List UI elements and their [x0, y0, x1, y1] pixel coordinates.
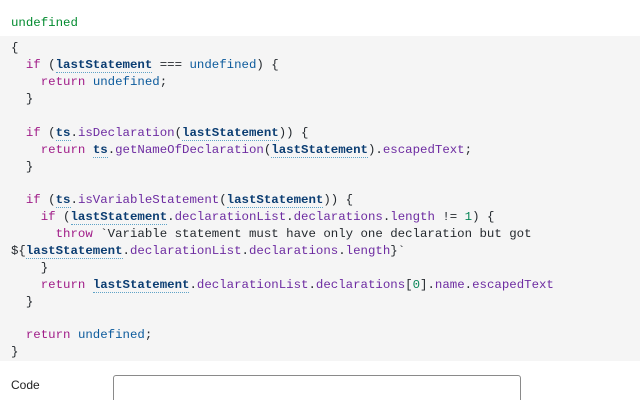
code-line: } [40, 261, 49, 275]
variable-reference[interactable]: ts [55, 126, 71, 141]
code-input[interactable] [113, 375, 521, 400]
code-line: if (ts.isVariableStatement(lastStatement… [25, 193, 354, 208]
code-line: } [25, 160, 34, 174]
variable-reference[interactable]: ts [92, 143, 108, 158]
variable-reference[interactable]: lastStatement [70, 210, 168, 225]
variable-reference[interactable]: lastStatement [55, 58, 153, 73]
code-line: } [25, 295, 34, 309]
code-line: return ts.getNameOfDeclaration(lastState… [40, 143, 473, 158]
code-line: } [25, 92, 34, 106]
code-line: } [11, 345, 19, 359]
variable-reference[interactable]: lastStatement [92, 278, 190, 293]
code-line: if (lastStatement.declarationList.declar… [40, 210, 495, 225]
code-field-row: Code [0, 368, 640, 400]
variable-reference[interactable]: lastStatement [25, 244, 123, 259]
code-line: return undefined; [40, 75, 168, 89]
return-type-label: undefined [11, 16, 78, 30]
variable-reference[interactable]: lastStatement [182, 126, 279, 141]
variable-reference[interactable]: ts [55, 193, 71, 208]
code-line: return undefined; [25, 328, 153, 342]
code-line: return lastStatement.declarationList.dec… [40, 278, 554, 293]
code-line: if (ts.isDeclaration(lastStatement)) { [25, 126, 309, 141]
variable-reference[interactable]: lastStatement [271, 143, 368, 158]
code-line: if (lastStatement === undefined) { [25, 58, 279, 73]
code-block: { if (lastStatement === undefined) { ret… [0, 36, 640, 361]
variable-reference[interactable]: lastStatement [226, 193, 324, 208]
code-line: throw `Variable statement must have only… [55, 227, 532, 241]
code-field-label: Code [11, 378, 40, 392]
code-line: ${lastStatement.declarationList.declarat… [11, 244, 406, 259]
code-line: { [11, 41, 19, 55]
